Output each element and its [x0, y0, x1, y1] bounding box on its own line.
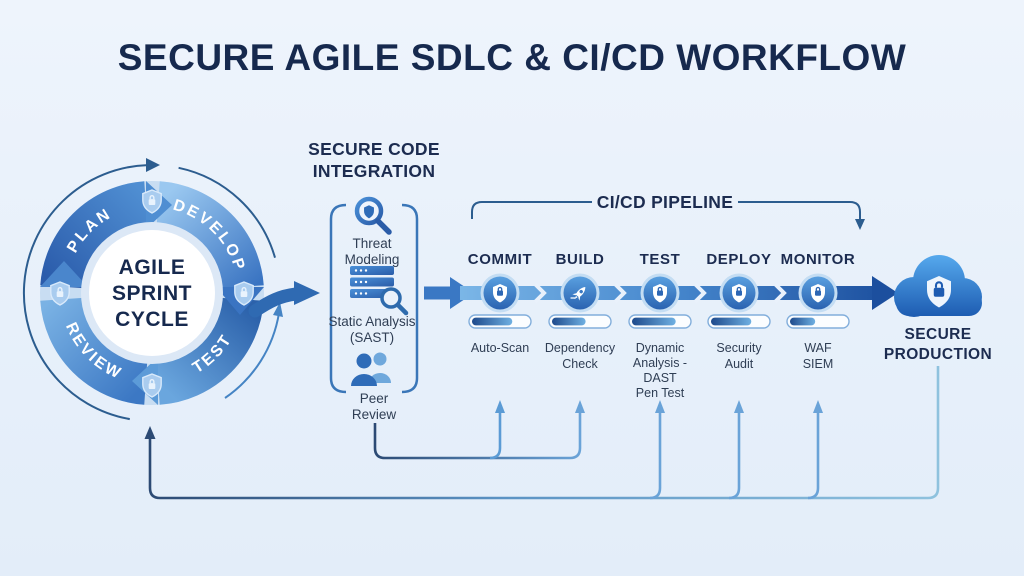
agile-sprint-cycle: PLAN DEVELOP TEST REVIEW AGILE SPRINT CY…: [22, 158, 283, 421]
sci-item-label: Modeling: [345, 252, 400, 267]
sci-item-label: Static Analysis: [328, 314, 415, 329]
progress-fill: [472, 317, 513, 326]
progress-fill: [711, 317, 752, 326]
cloud-shield-lock-icon: [894, 255, 982, 317]
hub-circle: [89, 230, 215, 356]
shield-lock-badge-icon: [50, 281, 70, 306]
stage-label-monitor: MONITOR: [781, 251, 856, 268]
progress-fill: [552, 317, 586, 326]
arrow-up-icon: [813, 400, 823, 413]
tool-label: Security: [716, 341, 762, 355]
orbit-arrowhead-icon: [146, 158, 160, 172]
production-label: PRODUCTION: [884, 346, 992, 363]
cycle-to-integration-arrow: [248, 281, 320, 318]
production-label: SECURE: [905, 326, 972, 343]
band-chevron-gap: [773, 282, 787, 304]
band-chevron-gap: [533, 282, 547, 304]
shield-lock-badge-icon: [142, 373, 162, 398]
production-feedback-line: [148, 366, 940, 500]
peer-review-feedback-line: [373, 411, 582, 460]
shield-lock-badge-icon: [142, 189, 162, 214]
stage-label-commit: COMMIT: [468, 251, 532, 268]
orbit-arc: [224, 312, 280, 399]
tool-label: Pen Test: [636, 386, 685, 400]
progress-bars: [468, 314, 850, 329]
chevron-icon: [40, 261, 88, 287]
commit-node shield-lock-icon: [480, 273, 520, 313]
peer-review-people-icon: [351, 352, 391, 386]
sci-item-label: Peer: [360, 391, 389, 406]
pipeline-header: CI/CD PIPELINE: [597, 192, 733, 212]
arrow-down-icon: [855, 219, 865, 230]
tool-label: Dependency: [545, 341, 616, 355]
pipeline-bracket-right: [738, 201, 861, 220]
cicd-pipeline: CI/CD PIPELINE COMMIT BUILD TEST DEPLOY …: [460, 192, 898, 400]
band-arrowhead-icon: [872, 276, 898, 310]
orbit-arrowhead-icon: [273, 302, 283, 317]
sci-item-label: Review: [352, 407, 397, 422]
arrow-up-icon: [495, 400, 505, 413]
stage-label-deploy: DEPLOY: [706, 251, 771, 268]
left-bracket: [329, 203, 347, 394]
hub-label: AGILE: [119, 256, 186, 279]
arrowhead-icon: [294, 281, 320, 305]
feedback-loops: [144, 366, 940, 500]
hub-label: SPRINT: [112, 282, 192, 305]
sci-item-label: Threat: [352, 236, 391, 251]
tool-label: Auto-Scan: [471, 341, 529, 355]
pipeline-bracket-left: [471, 201, 592, 219]
static-analysis-server-scan-icon: [350, 266, 409, 316]
monitor-node shield-lock-icon: [798, 273, 838, 313]
branch-to-deploy: [728, 411, 741, 500]
orbit-arc: [22, 164, 148, 421]
hub-label: CYCLE: [115, 308, 189, 331]
band-chevron-gap: [693, 282, 707, 304]
tool-label: WAF: [804, 341, 832, 355]
progress-fill: [632, 317, 676, 326]
secure-production: SECURE PRODUCTION: [884, 255, 992, 363]
tool-label: SIEM: [803, 357, 834, 371]
tool-label: Audit: [725, 357, 754, 371]
orbit-arc: [178, 166, 276, 258]
deploy-node shield-lock-icon: [719, 273, 759, 313]
branch-to-commit: [489, 411, 502, 460]
test-node shield-lock-icon: [640, 273, 680, 313]
arrow-up-icon: [734, 400, 744, 413]
page-title: SECURE AGILE SDLC & CI/CD WORKFLOW: [118, 37, 907, 78]
arrow-up-icon: [655, 400, 665, 413]
sci-header: INTEGRATION: [313, 161, 436, 181]
shield-lock-badge-icon: [234, 281, 254, 306]
stage-label-test: TEST: [640, 251, 681, 268]
build-node rocket-icon: [560, 273, 600, 313]
band-chevron-gap: [613, 282, 627, 304]
segment-develop: [155, 181, 264, 290]
branch-to-test: [649, 411, 662, 500]
tool-label: Dynamic: [636, 341, 685, 355]
sci-header: SECURE CODE: [308, 139, 440, 159]
threat-modeling-magnifier-shield-icon: [354, 196, 392, 235]
sci-item-label: (SAST): [350, 330, 394, 345]
tool-label: Analysis -: [633, 356, 687, 370]
tool-label: Check: [562, 357, 598, 371]
arrow-up-icon: [575, 400, 585, 413]
branch-to-monitor: [807, 411, 820, 500]
right-bracket: [401, 203, 419, 394]
segment-test: [155, 296, 264, 405]
tool-label: DAST: [643, 371, 677, 385]
segment-review: [40, 296, 149, 405]
progress-fill: [790, 317, 816, 326]
arrow-up-to-cycle-icon: [144, 426, 156, 439]
stage-label-build: BUILD: [556, 251, 605, 268]
secure-code-integration: SECURE CODE INTEGRATION Threat Modeling …: [308, 139, 440, 422]
